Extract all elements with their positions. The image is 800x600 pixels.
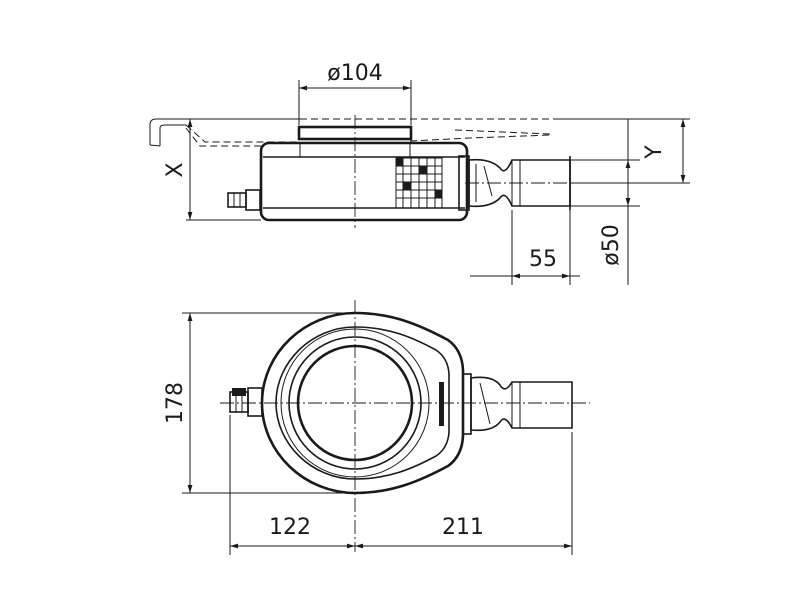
seal-grid [395,157,443,209]
dim-x: X [163,119,261,221]
outlet-pipe-plan [462,373,573,435]
dim-211: 211 [355,432,573,555]
side-connector [227,189,261,211]
label-d50: ø50 [599,224,624,265]
label-211: 211 [442,515,484,540]
label-122: 122 [269,515,311,540]
dim-d50: ø50 [570,119,640,285]
drain-body [259,141,470,222]
label-y: Y [642,145,667,160]
brand-mark [439,382,444,426]
dim-55: 55 [470,210,580,285]
label-d104: ø104 [327,61,382,86]
dim-d104: ø104 [298,61,412,125]
dim-178: 178 [163,312,355,494]
label-x: X [163,162,188,177]
label-55: 55 [529,247,557,272]
dim-122: 122 [229,415,355,555]
side-view: ø104 X Y ø50 55 [149,61,690,285]
plan-view: 178 122 211 [163,300,590,555]
dim-y: Y [560,118,690,184]
housing-outline [260,311,465,495]
plan-connector [229,387,263,417]
label-178: 178 [163,382,188,424]
